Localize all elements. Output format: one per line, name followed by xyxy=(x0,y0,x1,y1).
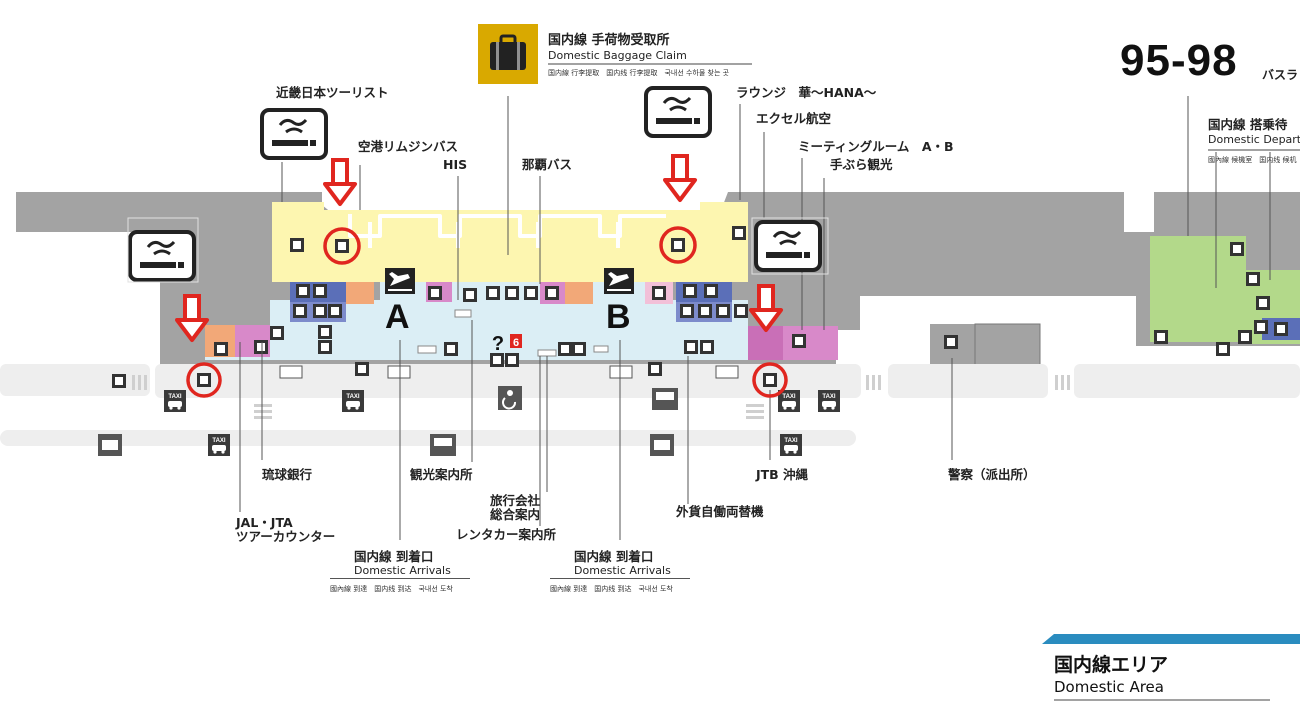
wheelchair-icon xyxy=(498,386,522,410)
baggage-claim-area xyxy=(272,202,748,282)
arrival-plane-icon xyxy=(385,268,634,294)
legend-title-en: Domestic Area xyxy=(1054,678,1164,696)
label-ryukyu-bank: 琉球銀行 xyxy=(262,467,313,482)
arrivals-a-title: 国内線 到着口 xyxy=(354,549,434,564)
label-police: 警察（派出所） xyxy=(948,467,1036,482)
smoking-area-icon xyxy=(127,86,829,283)
label-lounge: ラウンジ 華〜HANA〜 xyxy=(736,85,877,100)
label-kinki-tourist: 近畿日本ツーリスト xyxy=(276,85,389,100)
arrivals-b-multilingual: 國內線 到達 国内线 到达 국내선 도착 xyxy=(550,585,673,593)
suitcase-icon xyxy=(478,24,538,84)
smoking-location-markers xyxy=(175,154,788,398)
label-tour-counter: ツアーカウンター xyxy=(236,529,336,544)
arrivals-a-title-en: Domestic Arrivals xyxy=(354,564,451,577)
arrivals-a-rule xyxy=(330,578,470,579)
label-tebura: 手ぶら観光 xyxy=(830,157,893,172)
arrivals-b-rule xyxy=(550,578,690,579)
bus-stop-number: 95-98 xyxy=(1120,36,1238,85)
label-jtb: JTB 沖縄 xyxy=(756,467,809,482)
label-rental-car: レンタカー案内所 xyxy=(456,527,557,542)
departures-area xyxy=(1150,236,1300,344)
bus-icon xyxy=(430,388,678,456)
arrivals-a-multilingual: 國內線 到達 国内线 到达 국내선 도착 xyxy=(330,585,453,593)
baggage-claim-title: 国内線 手荷物受取所 xyxy=(548,33,670,48)
legend-title: 国内線エリア xyxy=(1054,654,1169,676)
baggage-claim-title-en: Domestic Baggage Claim xyxy=(548,49,687,62)
label-his: HIS xyxy=(443,157,468,172)
label-tourist-info: 観光案内所 xyxy=(410,467,473,482)
departures-title-en: Domestic Departu xyxy=(1208,133,1300,146)
label-travel-agency: 旅行会社 xyxy=(490,493,541,508)
bus-stop-suffix: バスラ xyxy=(1262,68,1299,82)
label-excel-air: エクセル航空 xyxy=(756,111,832,126)
gate-b-label: B xyxy=(606,298,631,336)
label-jal-jta: JAL・JTA xyxy=(236,515,293,530)
label-naha-bus: 那覇バス xyxy=(522,157,573,172)
departures-title: 国内線 搭乗待 xyxy=(1208,117,1288,132)
roadways xyxy=(0,364,1300,446)
label-limousine-bus: 空港リムジンバス xyxy=(358,139,459,154)
legend-bar xyxy=(1042,634,1300,701)
gate-a-label: A xyxy=(385,298,410,336)
arrivals-b-title: 国内線 到着口 xyxy=(574,549,654,564)
label-meeting-room: ミーティングルーム A・B xyxy=(798,139,954,154)
label-currency-exchange: 外貨自働両替機 xyxy=(676,504,764,519)
info-icon: ? 6 xyxy=(492,333,522,355)
label-general-info: 総合案内 xyxy=(490,507,541,522)
departures-multilingual: 國內線 候機室 国内线 候机 xyxy=(1208,156,1297,164)
arrivals-b-title-en: Domestic Arrivals xyxy=(574,564,671,577)
baggage-claim-multilingual: 国内線 行李提取 国内线 行李提取 국내선 수하물 찾는 곳 xyxy=(548,69,730,77)
parking-icons xyxy=(98,434,674,456)
svg-text:6: 6 xyxy=(513,337,519,349)
svg-text:?: ? xyxy=(492,333,504,355)
